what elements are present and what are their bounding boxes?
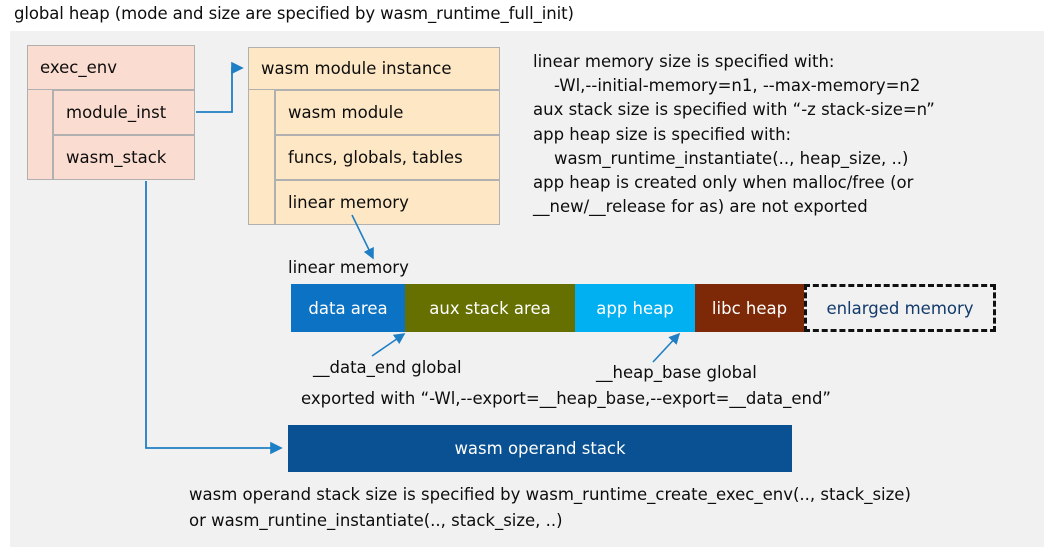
memory-segment-aux-stack-area: aux stack area — [405, 284, 575, 332]
annotation-data-end: __data_end global — [313, 358, 462, 377]
operand-stack-notes: wasm operand stack size is specified by … — [189, 485, 911, 530]
memory-segment-label: aux stack area — [429, 298, 551, 318]
module-instance-row-gutter — [248, 90, 275, 225]
page-title: global heap (mode and size are specified… — [14, 4, 574, 23]
funcs-globals-tables-label: funcs, globals, tables — [288, 148, 463, 167]
memory-segment-label: enlarged memory — [826, 298, 974, 318]
memory-segment-enlarged-memory: enlarged memory — [804, 284, 996, 332]
memory-segment-data-area: data area — [291, 284, 405, 332]
module-instance-row-linear-memory: linear memory — [275, 180, 500, 225]
wasm-operand-stack-box: wasm operand stack — [288, 425, 792, 472]
module-instance-label: wasm module instance — [261, 59, 452, 78]
linear-memory-row-label: linear memory — [288, 193, 409, 212]
module-inst-label: module_inst — [66, 103, 167, 122]
memory-segment-label: app heap — [596, 298, 674, 318]
memory-segment-label: data area — [308, 298, 388, 318]
module-instance-header: wasm module instance — [248, 47, 500, 90]
memory-configuration-notes: linear memory size is specified with: -W… — [533, 52, 935, 217]
annotation-exported-with: exported with “-Wl,--export=__heap_base,… — [301, 389, 831, 408]
exec-env-header: exec_env — [27, 45, 195, 90]
module-instance-row-funcs-globals-tables: funcs, globals, tables — [275, 135, 500, 180]
wasm-module-label: wasm module — [288, 103, 404, 122]
module-instance-row-wasm-module: wasm module — [275, 90, 500, 135]
exec-env-field-wasm-stack: wasm_stack — [53, 135, 195, 180]
linear-memory-caption: linear memory — [288, 258, 409, 277]
wasm-stack-label: wasm_stack — [66, 148, 167, 167]
exec-env-label: exec_env — [40, 58, 117, 77]
wasm-operand-stack-label: wasm operand stack — [454, 439, 626, 458]
exec-env-field-gutter — [27, 90, 53, 180]
memory-segment-libc-heap: libc heap — [695, 284, 804, 332]
exec-env-field-module-inst: module_inst — [53, 90, 195, 135]
memory-segment-app-heap: app heap — [575, 284, 695, 332]
memory-segment-label: libc heap — [711, 298, 788, 318]
linear-memory-bar: data area aux stack area app heap libc heap… — [291, 284, 996, 332]
annotation-heap-base: __heap_base global — [596, 363, 757, 382]
